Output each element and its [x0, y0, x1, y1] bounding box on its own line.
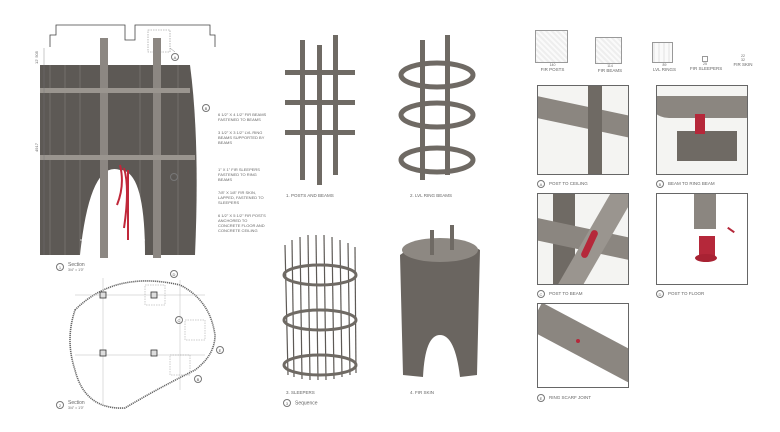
note: 7/8" x 1/8" fir skin, lapped, fastened t… [218, 190, 264, 205]
section-notes: 6 1/2" x 4 1/2" fir beams fastened to be… [218, 112, 268, 233]
detail-c-label: CPost to beam [537, 290, 583, 298]
step-4-label: 4. Fir skin [410, 390, 435, 395]
profile-fir-sleepers: 25 Fir sleepers [690, 56, 722, 71]
step-2-label: 2. LVL ring beams [410, 193, 453, 198]
profile-swatch [595, 37, 622, 64]
sequence-ring-beams [398, 35, 476, 180]
section-2-plan [69, 278, 216, 409]
dimension-height: 4917 [33, 143, 39, 152]
detail-b-image [656, 85, 748, 175]
profile-lvl-rings: 89 LVL rings [652, 42, 677, 72]
profile-fir-beams: 114 Fir beams [595, 37, 625, 73]
callout-e-plan: E [216, 341, 228, 359]
dimension-top: 12' 505 [34, 51, 39, 64]
step-1-label: 1. Posts and beams [286, 193, 334, 198]
detail-b-label: BBeam to ring beam [656, 180, 715, 188]
detail-c-image [537, 193, 629, 285]
note: 6 1/2" x 4 1/2" fir beams fastened to be… [218, 112, 267, 122]
sequence-posts-beams [285, 35, 355, 185]
profile-fir-posts: 140 Fir posts [535, 30, 570, 72]
sequence-fir-skin [400, 225, 480, 377]
profile-swatch [702, 56, 708, 62]
profile-swatch [535, 30, 568, 63]
section-1-drawing [40, 24, 216, 258]
step-3-label: 3. Sleepers [286, 390, 315, 395]
detail-a-label: APost to ceiling [537, 180, 588, 188]
callout-b-plan: B [194, 370, 206, 388]
note: 3 1/2" x 3 1/2" LVL ring beams supported… [218, 130, 265, 145]
note: 6 1/2" x 5 1/2" fir posts anchored to co… [218, 213, 266, 233]
callout-d: D [170, 265, 182, 283]
profile-fir-skin: 22 32 Fir skin [733, 54, 753, 67]
callout-a: A [171, 48, 183, 66]
detail-e-image [537, 303, 629, 388]
profile-swatch [652, 42, 673, 63]
detail-d-label: DPost to floor [656, 290, 704, 298]
detail-a-image [537, 85, 629, 175]
detail-d-image [656, 193, 748, 285]
callout-b: B [202, 99, 214, 117]
callout-c-plan: C [175, 311, 187, 329]
callout-c: C [170, 168, 182, 186]
note: 1" x 1" fir sleepers fastened to ring be… [218, 167, 260, 182]
detail-e-label: ERing scarf joint [537, 394, 591, 402]
sequence-sleepers [282, 234, 358, 381]
